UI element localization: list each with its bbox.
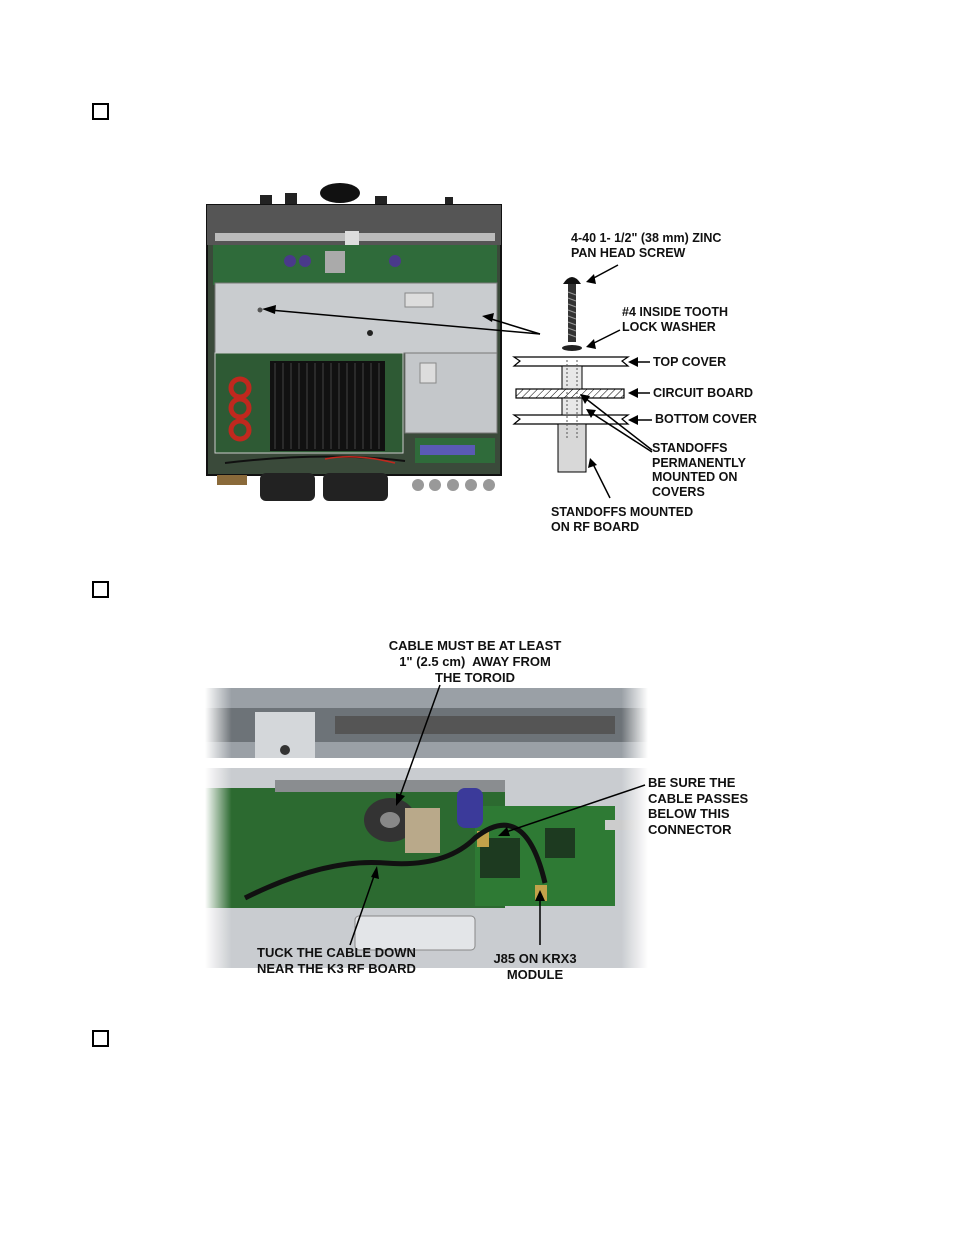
exploded-mounting-diagram	[262, 264, 653, 499]
top-cover-plate	[512, 356, 630, 367]
cable-routing-photo	[205, 688, 648, 968]
radio-interior-photo	[205, 183, 503, 501]
label-screw: 4-40 1- 1/2" (38 mm) ZINC PAN HEAD SCREW	[571, 231, 722, 260]
step-checkbox-1[interactable]	[92, 103, 109, 120]
step-checkbox-2[interactable]	[92, 581, 109, 598]
figure-cable-routing: CABLE MUST BE AT LEAST 1" (2.5 cm) AWAY …	[0, 600, 954, 1000]
figure-top-cover-mounting: 4-40 1- 1/2" (38 mm) ZINC PAN HEAD SCREW…	[0, 0, 954, 560]
label-washer: #4 INSIDE TOOTH LOCK WASHER	[622, 305, 729, 334]
label-circuit-board: CIRCUIT BOARD	[653, 386, 753, 400]
label-standoffs-covers: STANDOFFS PERMANENTLY MOUNTED ON COVERS	[652, 441, 746, 499]
circuit-board-plate	[515, 388, 625, 399]
washer-drawing	[562, 345, 582, 351]
radio-interior-illustration	[206, 183, 502, 501]
label-j85: J85 ON KRX3 MODULE	[493, 951, 577, 982]
step-checkbox-3[interactable]	[92, 1030, 109, 1047]
screw-drawing	[563, 277, 581, 342]
label-tuck-cable: TUCK THE CABLE DOWN NEAR THE K3 RF BOARD	[257, 945, 416, 976]
cable-routing-callouts	[349, 684, 646, 946]
label-top-cover: TOP COVER	[653, 355, 727, 369]
arrow-to-screw-hole-right	[487, 317, 541, 335]
cable-routing-illustration	[205, 688, 648, 968]
label-standoffs-rf: STANDOFFS MOUNTED ON RF BOARD	[551, 505, 694, 534]
label-cable-toroid: CABLE MUST BE AT LEAST 1" (2.5 cm) AWAY …	[388, 638, 562, 685]
label-bottom-cover: BOTTOM COVER	[655, 412, 757, 426]
label-cable-passes: BE SURE THE CABLE PASSES BELOW THIS CONN…	[648, 775, 749, 837]
bottom-cover-plate	[512, 414, 630, 425]
arrow-to-screw-hole-left	[269, 309, 541, 335]
